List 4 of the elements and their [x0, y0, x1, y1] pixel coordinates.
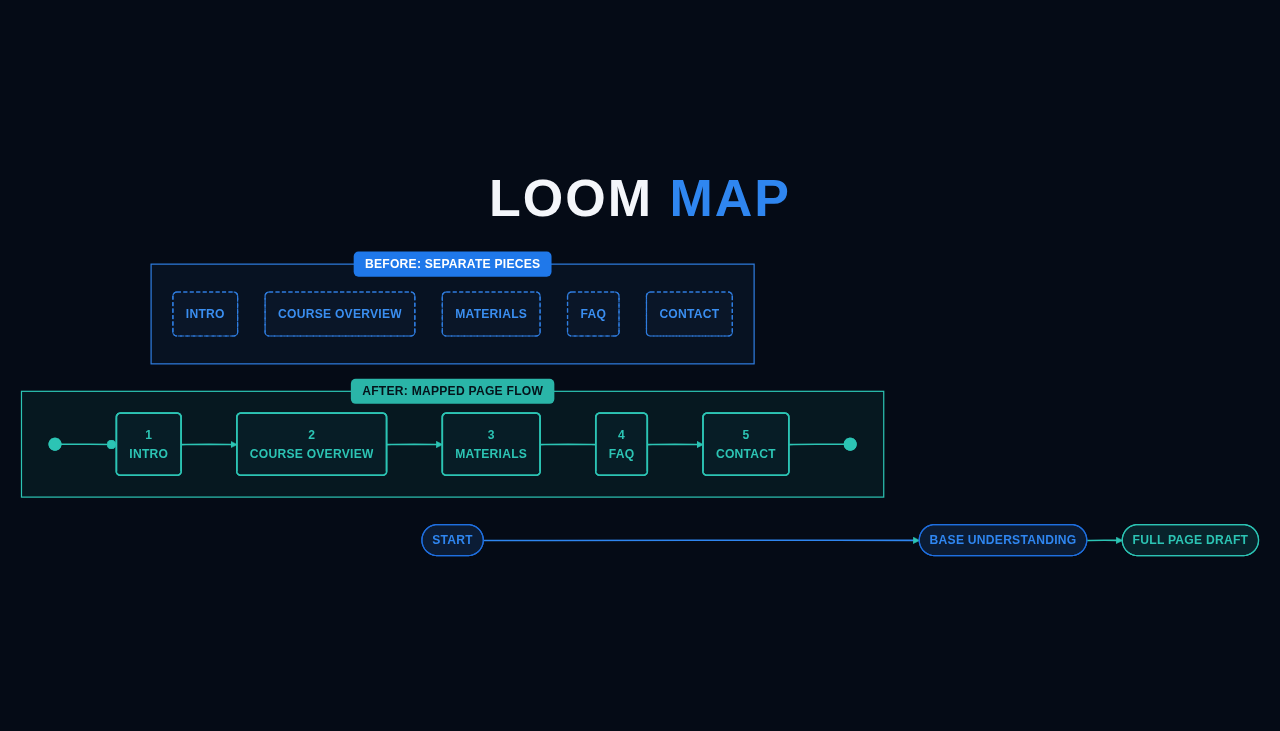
connector [788, 443, 846, 446]
arrow [1086, 537, 1123, 545]
arrow [386, 441, 443, 449]
diagram-title: LOOM MAP [489, 168, 791, 229]
